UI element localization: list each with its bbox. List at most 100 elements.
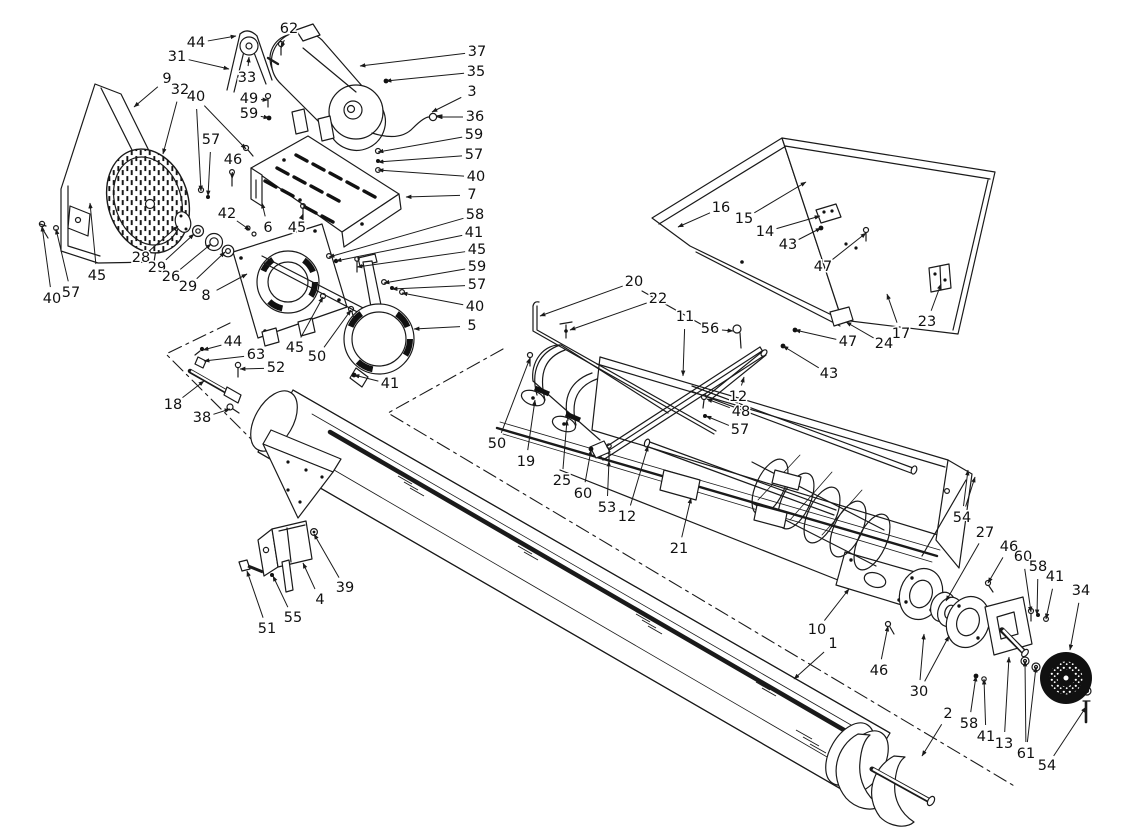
clamp-25 xyxy=(551,372,598,433)
part-callout-12: 12 xyxy=(616,445,649,527)
leader-line-56 xyxy=(721,328,734,333)
part-callout-6: 6 xyxy=(261,202,274,238)
leader-line-61 xyxy=(1022,660,1028,743)
leader-line-45 xyxy=(298,213,304,220)
tie-rod-12a xyxy=(690,385,918,475)
leader-line-8 xyxy=(216,273,248,291)
auger-flighting-2 xyxy=(835,733,936,827)
leader-line-34 xyxy=(1068,602,1080,651)
leader-line-45 xyxy=(88,202,97,265)
leader-line-48 xyxy=(706,398,730,409)
housing-foot-bracket xyxy=(67,205,91,237)
part-number-57: 57 xyxy=(202,132,220,148)
part-callout-62: 62 xyxy=(278,20,300,49)
part-callout-43: 43 xyxy=(777,227,822,255)
crank-rod-20 xyxy=(532,301,717,435)
leader-line-57 xyxy=(206,151,211,197)
part-number-30: 30 xyxy=(910,684,928,700)
leader-line-47 xyxy=(794,329,837,340)
part-number-45: 45 xyxy=(468,242,486,258)
part-number-59: 59 xyxy=(465,127,483,143)
part-number-36: 36 xyxy=(466,109,484,125)
part-number-44: 44 xyxy=(224,334,242,350)
part-callout-51: 51 xyxy=(246,570,278,639)
part-number-15: 15 xyxy=(735,211,753,227)
part-number-40: 40 xyxy=(43,291,61,307)
part-number-2: 2 xyxy=(943,706,952,722)
part-number-53: 53 xyxy=(598,500,616,516)
fan-housing xyxy=(38,83,191,264)
leader-line-30 xyxy=(924,635,950,682)
part-number-10: 10 xyxy=(808,622,826,638)
trough-end-panel xyxy=(935,459,973,569)
leader-line-54 xyxy=(1053,706,1087,757)
flange-28 xyxy=(174,211,192,233)
part-number-40: 40 xyxy=(467,169,485,185)
leader-line-58 xyxy=(970,675,978,713)
part-number-13: 13 xyxy=(995,736,1013,752)
leader-line-6 xyxy=(261,202,266,217)
leader-line-40 xyxy=(203,105,247,150)
part-callout-35: 35 xyxy=(385,63,487,83)
leader-line-29 xyxy=(165,233,195,261)
part-number-37: 37 xyxy=(468,44,486,60)
part-number-57: 57 xyxy=(465,147,483,163)
t-pin-22 xyxy=(559,321,573,339)
leader-line-52 xyxy=(239,366,265,372)
part-callout-29: 29 xyxy=(177,251,226,297)
bracket-21 xyxy=(659,469,701,501)
leader-line-29 xyxy=(196,251,226,280)
part-number-43: 43 xyxy=(820,366,838,382)
part-number-23: 23 xyxy=(918,314,936,330)
part-callout-49: 49 xyxy=(238,90,269,109)
bolt-46d xyxy=(884,620,892,628)
part-callout-24: 24 xyxy=(845,321,895,354)
part-callout-59: 59 xyxy=(238,105,270,124)
part-callout-32: 32 xyxy=(162,81,191,155)
bearing-26 xyxy=(204,232,224,252)
leader-line-45 xyxy=(300,296,324,338)
leader-line-35 xyxy=(385,72,465,83)
leader-line-59 xyxy=(377,136,463,154)
tie-rod-12c xyxy=(705,349,768,402)
part-callout-1: 1 xyxy=(793,635,839,680)
part-callout-20: 20 xyxy=(539,273,645,317)
part-number-41: 41 xyxy=(1046,569,1064,585)
part-callout-19: 19 xyxy=(515,399,537,472)
leader-line-62 xyxy=(280,39,286,49)
part-number-6: 6 xyxy=(263,220,272,236)
part-callout-40: 40 xyxy=(185,88,247,192)
hand-hole xyxy=(863,571,887,589)
leader-line-43 xyxy=(782,345,820,369)
part-callout-61: 61 xyxy=(1015,660,1038,764)
leader-line-41 xyxy=(353,374,379,382)
leader-line-17 xyxy=(886,293,898,323)
leader-line-27 xyxy=(945,543,980,602)
leader-line-14 xyxy=(776,215,821,230)
part-callout-10: 10 xyxy=(806,588,850,640)
leader-line-11 xyxy=(680,328,686,377)
part-callout-26: 26 xyxy=(160,243,212,287)
rod-18-group xyxy=(187,346,242,414)
part-callout-13: 13 xyxy=(993,656,1015,754)
leader-line-38 xyxy=(213,408,231,415)
motor-shaft-stub xyxy=(266,56,280,66)
leader-line-57 xyxy=(377,155,463,164)
leader-line-40 xyxy=(401,291,464,306)
leader-line-20 xyxy=(539,285,623,317)
clamp-19 xyxy=(520,344,566,407)
part-number-45: 45 xyxy=(88,268,106,284)
part-callout-41: 41 xyxy=(353,374,401,394)
leader-line-2 xyxy=(921,723,943,757)
part-number-62: 62 xyxy=(280,21,298,37)
leader-line-57 xyxy=(391,285,466,291)
part-callout-55: 55 xyxy=(272,575,304,628)
part-callout-30: 30 xyxy=(908,633,950,702)
leader-line-18 xyxy=(182,380,205,399)
band-clamp-5 xyxy=(261,253,415,388)
part-callout-45: 45 xyxy=(356,241,488,269)
part-callout-14: 14 xyxy=(754,215,821,242)
trough-assembly xyxy=(495,324,973,607)
leader-line-24 xyxy=(845,321,874,339)
